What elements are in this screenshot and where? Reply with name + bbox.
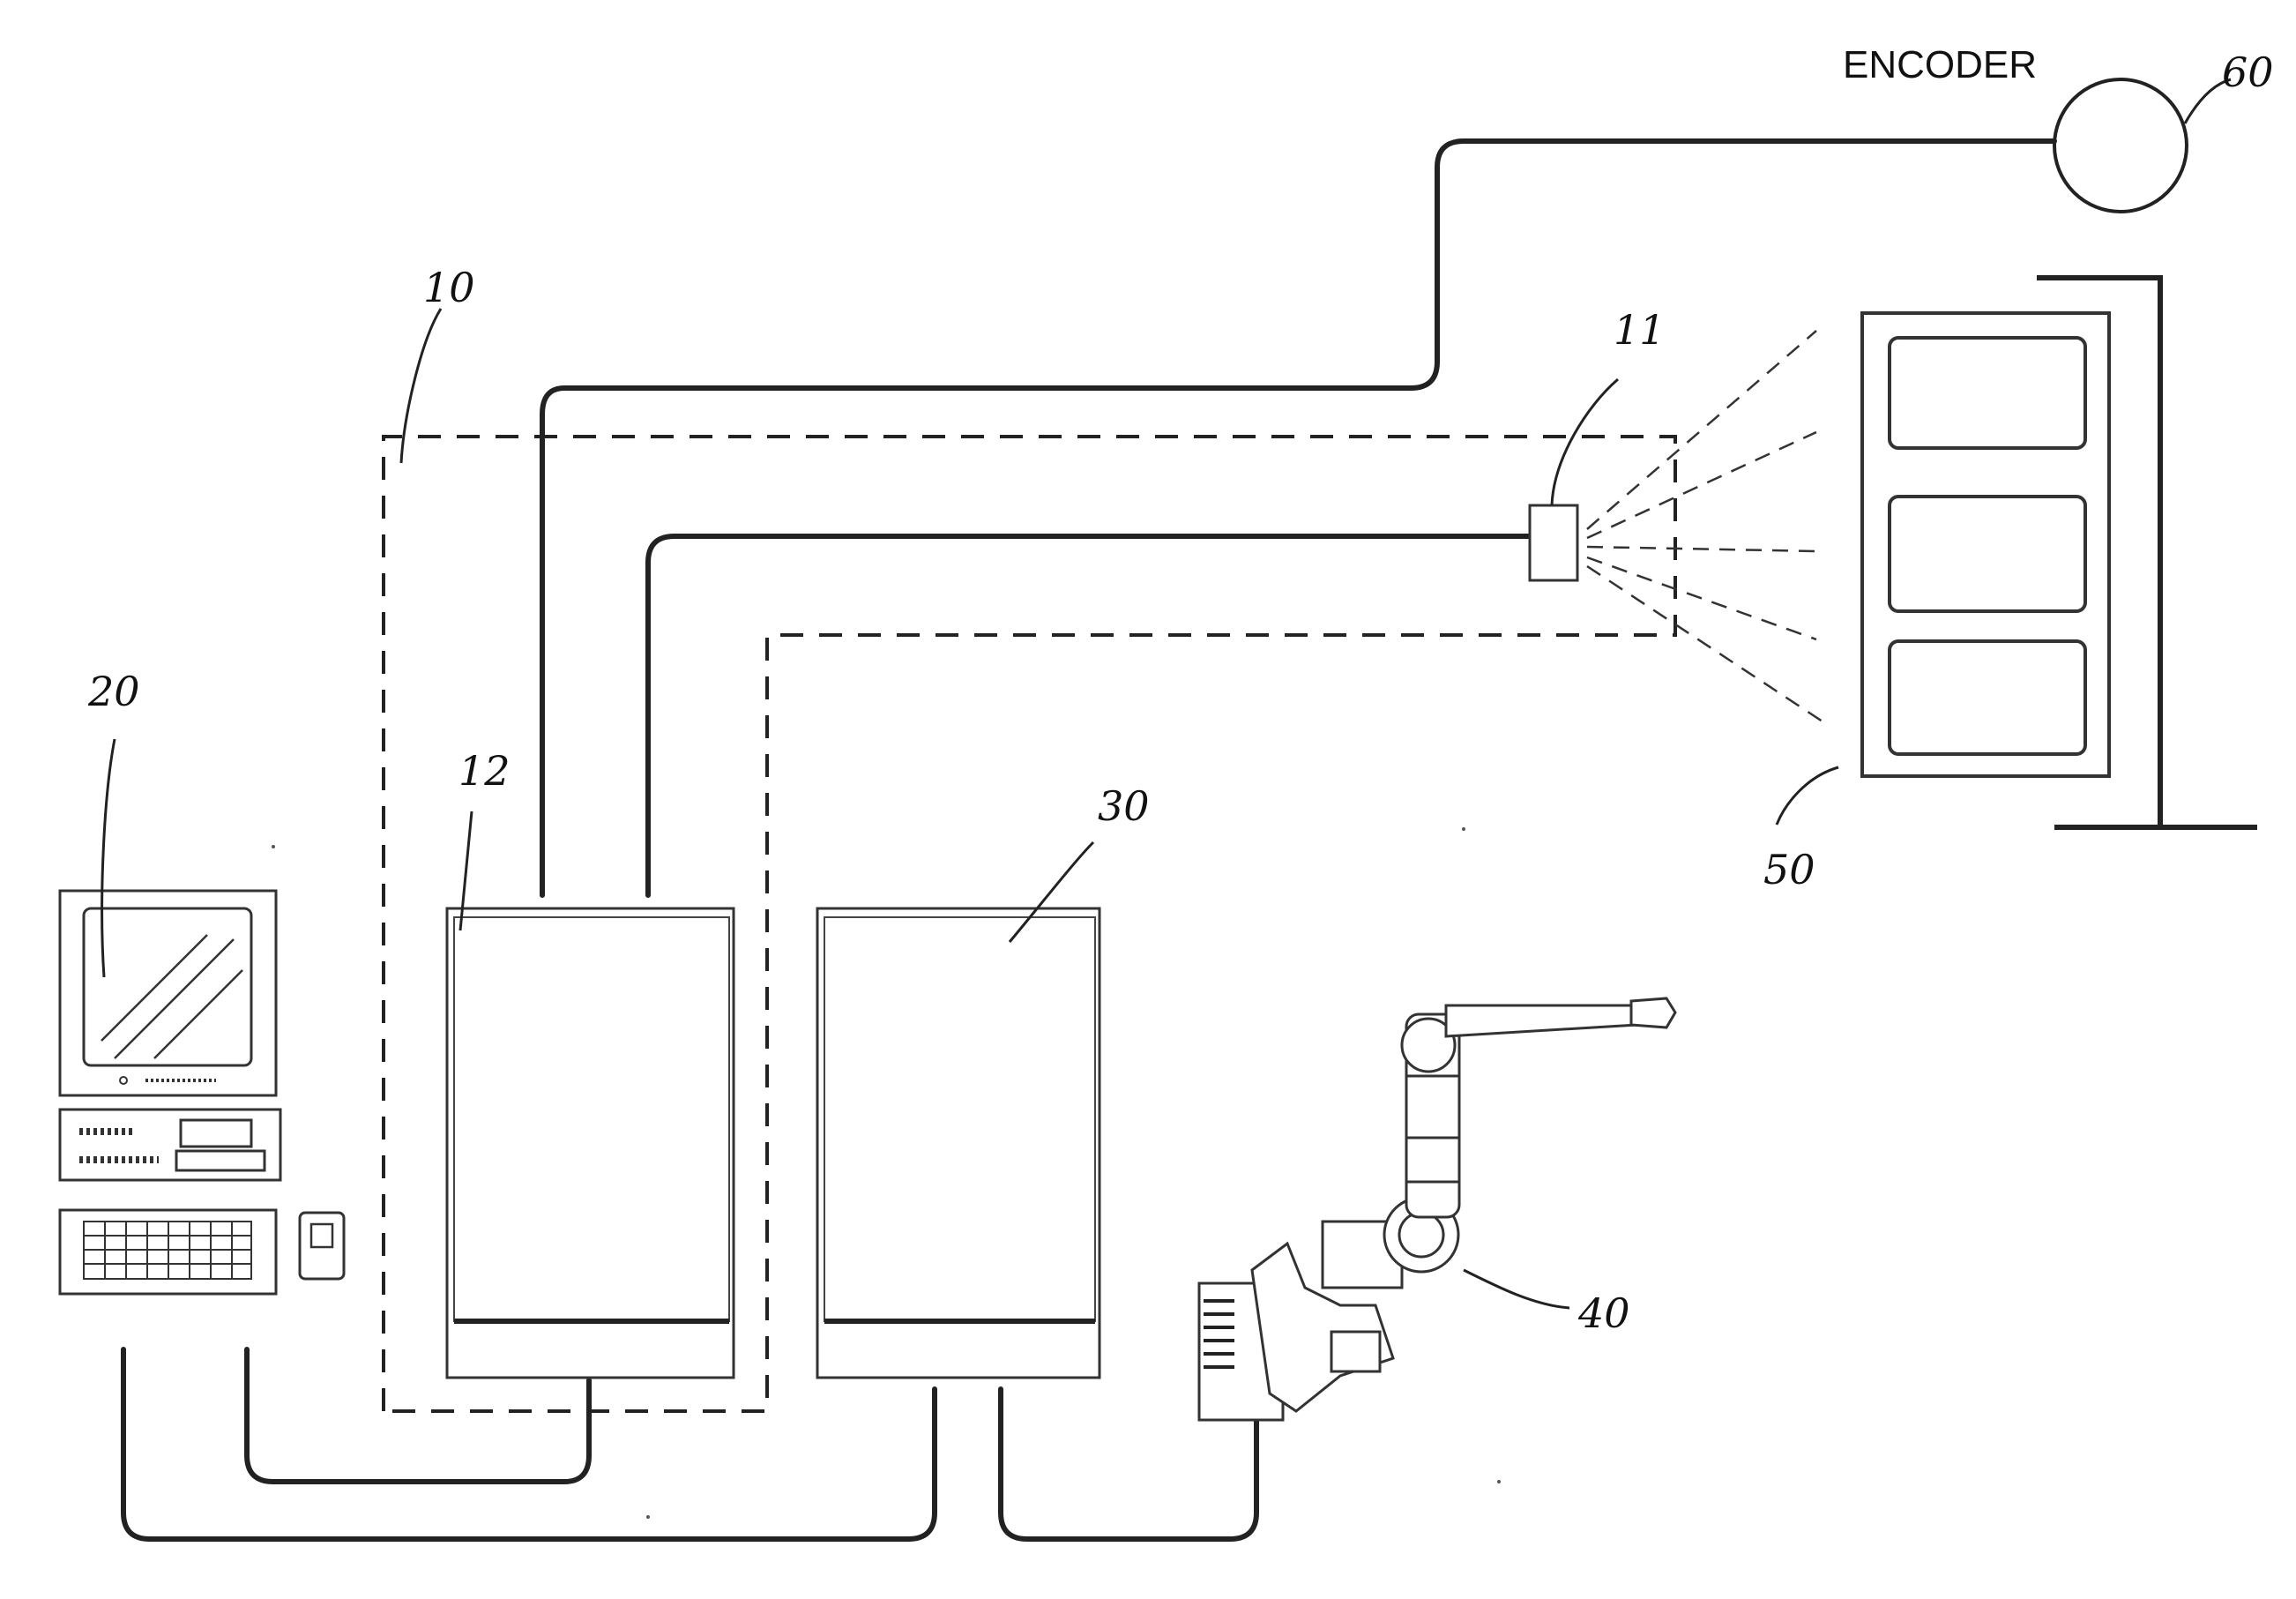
robot-controller-cabinet	[817, 908, 1100, 1378]
sensor-beam	[1587, 547, 1816, 551]
robot-tool-head	[1631, 998, 1675, 1027]
scan-dot	[272, 845, 275, 848]
scan-dot	[646, 1515, 650, 1519]
scan-dot	[1462, 827, 1465, 831]
encoder-circle	[2054, 79, 2187, 212]
mouse	[300, 1213, 344, 1279]
sensor: 11	[1530, 306, 1825, 723]
sensor-beam	[1587, 432, 1816, 538]
sensor-beam	[1587, 566, 1825, 723]
panel-ref-label: 50	[1763, 846, 1815, 893]
sensor-beam	[1587, 557, 1816, 639]
sensor-beam	[1587, 331, 1816, 529]
sensor-box	[1530, 505, 1577, 580]
encoder: ENCODER 60	[1843, 43, 2274, 212]
robot-leader	[1464, 1270, 1569, 1308]
encoder-ref-label: 60	[2222, 49, 2274, 96]
robot: 40	[1199, 998, 1675, 1420]
scanner-group-leader	[401, 309, 441, 463]
control-unit-ref-label: 12	[458, 747, 511, 795]
sensor-ref-label: 11	[1614, 306, 1666, 354]
encoder-cable	[542, 141, 2054, 895]
scanner-group-ref: 10	[401, 264, 475, 463]
robot-elbow-joint-inner	[1399, 1213, 1443, 1257]
control-unit-cabinet	[447, 908, 734, 1378]
panel-leader	[1777, 767, 1838, 825]
robot-controller: 30	[817, 782, 1150, 1378]
control-unit: 12	[447, 747, 734, 1378]
scanner-group-ref-label: 10	[423, 264, 475, 311]
robot-ref-label: 40	[1577, 1289, 1630, 1337]
scan-dot	[1497, 1480, 1501, 1483]
computer: 20	[60, 668, 344, 1294]
panel: 50	[1763, 278, 2257, 893]
encoder-label: ENCODER	[1843, 43, 2037, 86]
computer-ref-label: 20	[87, 668, 140, 715]
robot-controller-ref-label: 30	[1098, 782, 1150, 830]
robot-motor	[1331, 1332, 1380, 1371]
sensor-leader	[1552, 379, 1618, 505]
sensor-cable	[648, 536, 1530, 895]
panel-frame	[1862, 313, 2109, 776]
